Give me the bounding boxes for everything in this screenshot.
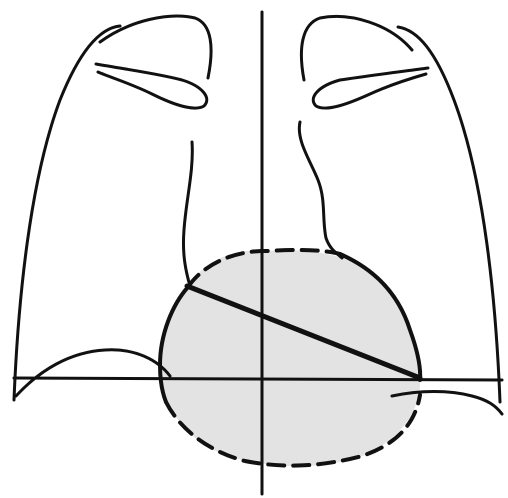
left-mediastinal-border <box>183 142 192 286</box>
left-clavicle <box>96 64 207 108</box>
left-diaphragm-dome <box>16 350 170 396</box>
horizontal-reference-line <box>14 378 502 380</box>
right-clavicle <box>313 68 428 108</box>
thorax-outline-left <box>14 26 120 400</box>
right-lung-apex <box>301 16 412 80</box>
right-mediastinal-border <box>299 122 342 258</box>
